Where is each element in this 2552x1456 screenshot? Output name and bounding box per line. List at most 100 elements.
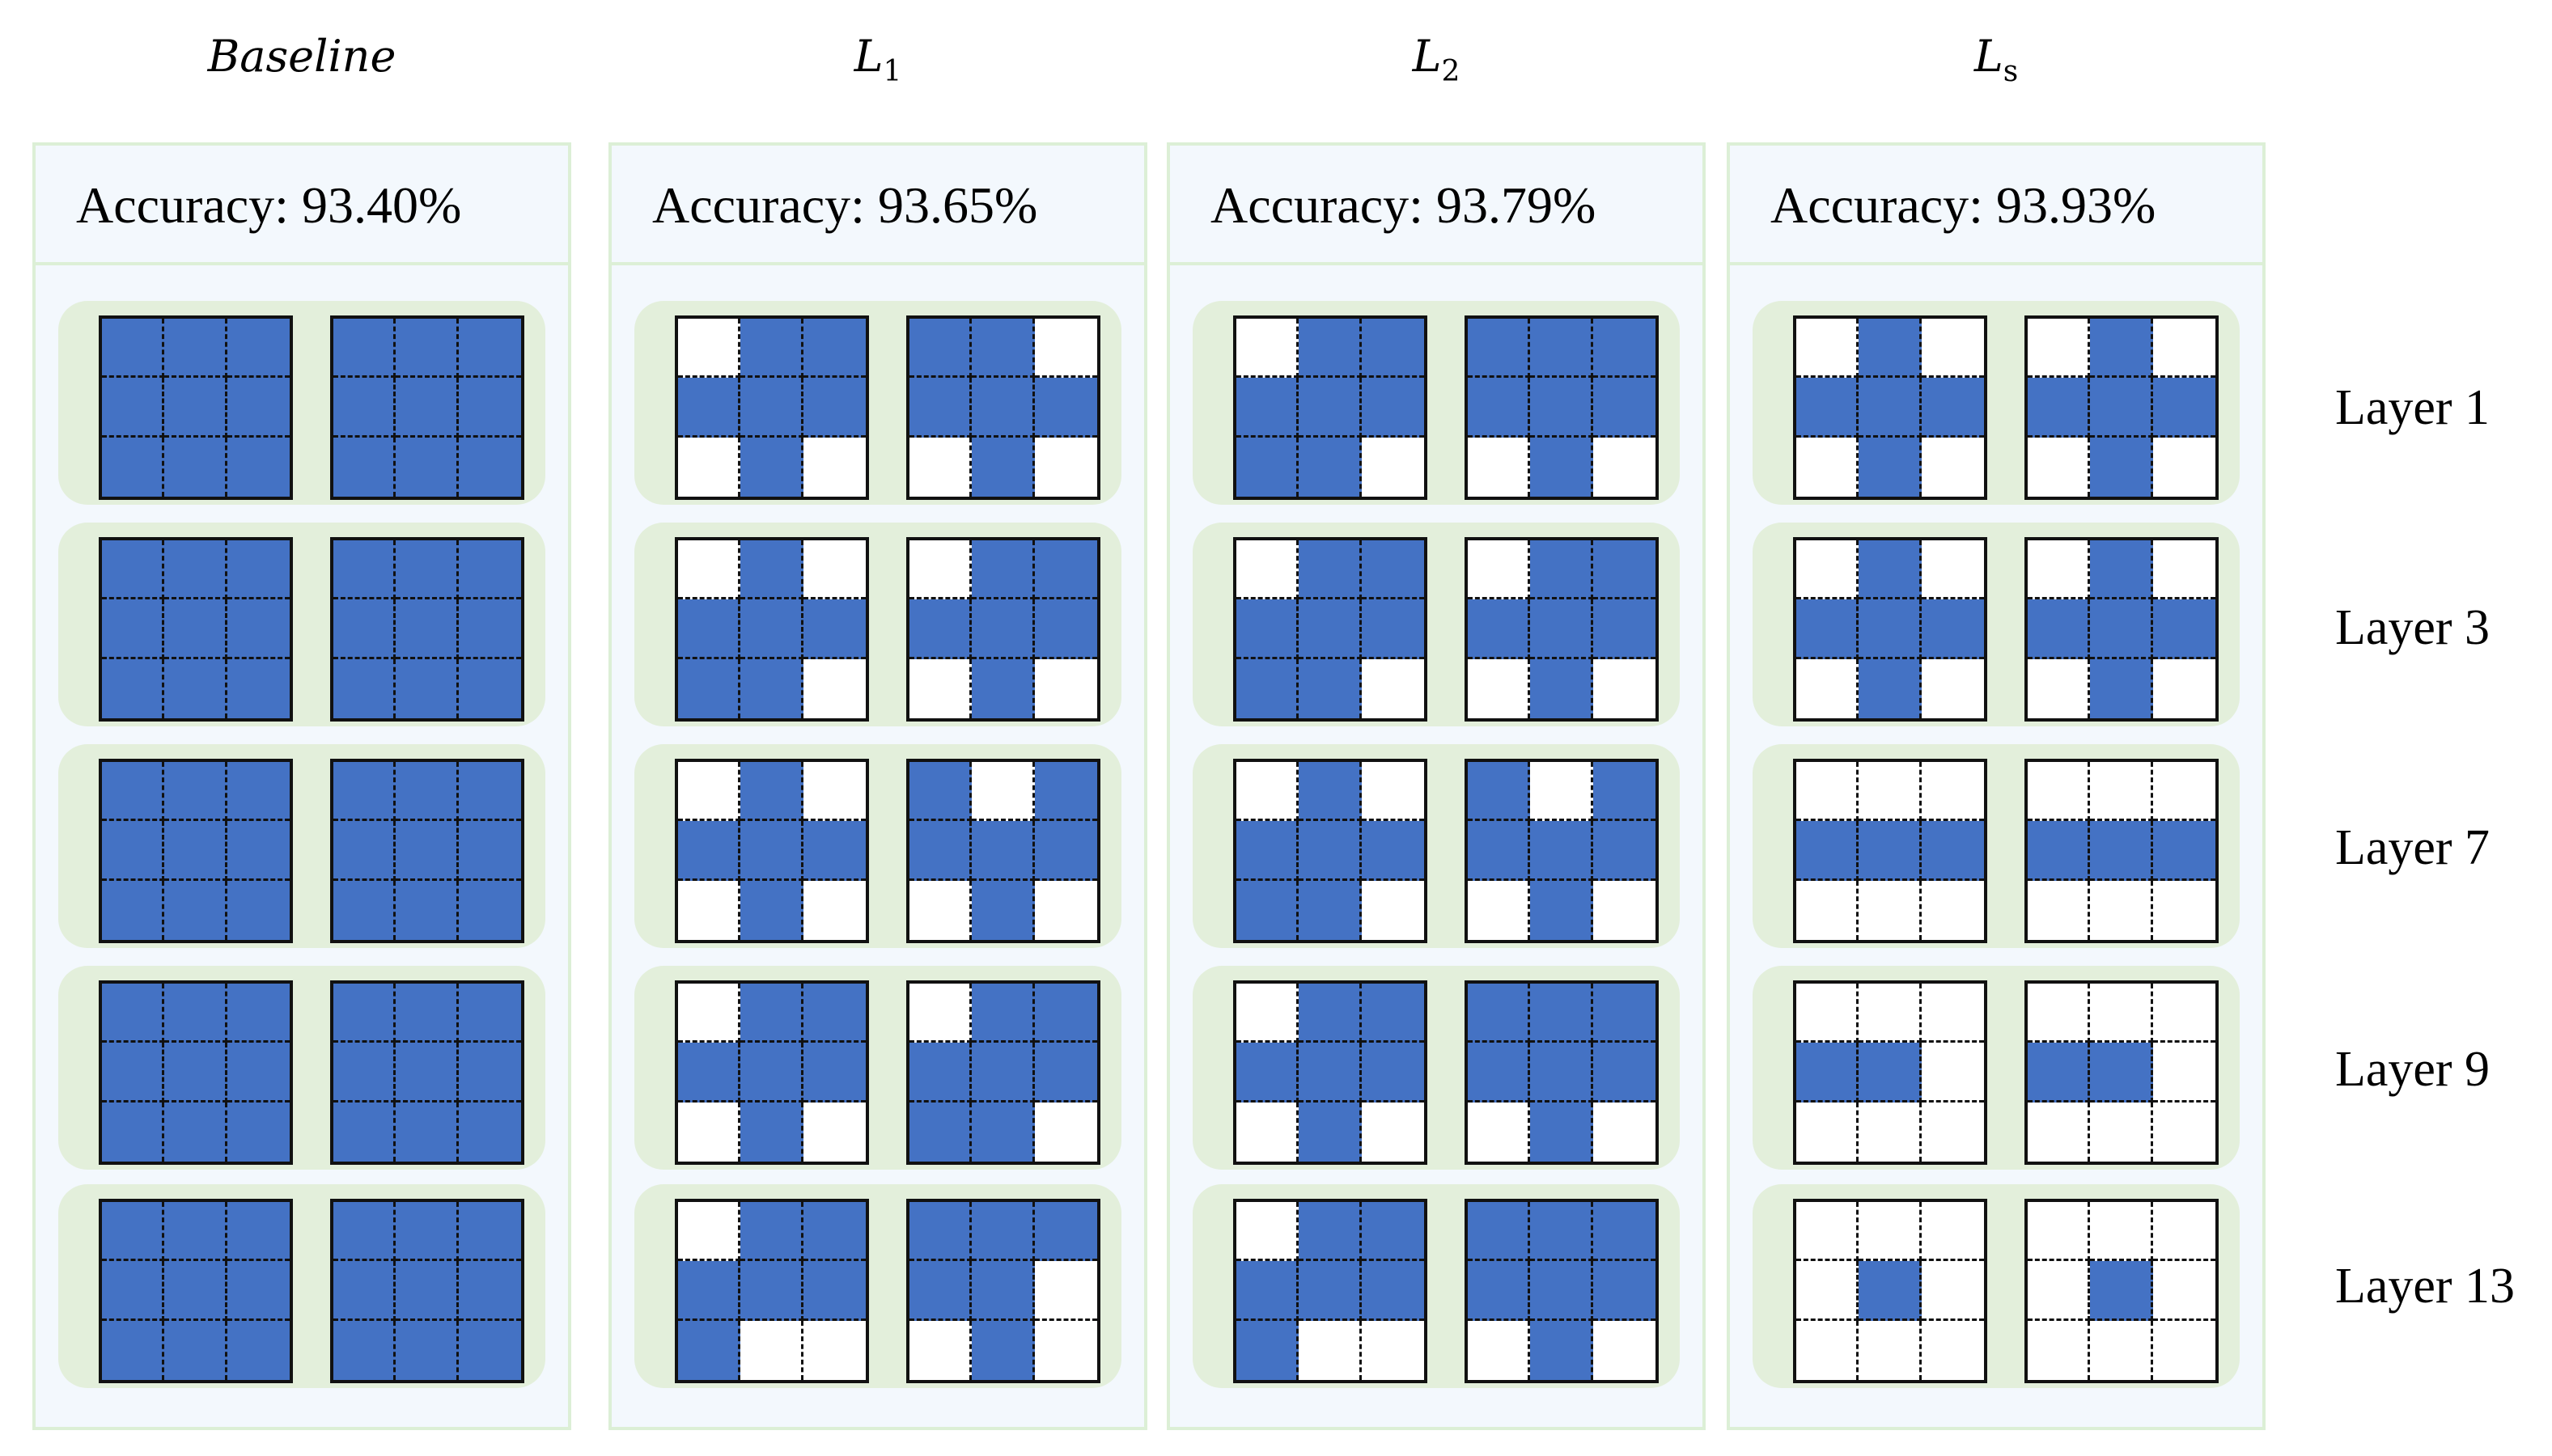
kernel-cell (1468, 1202, 1531, 1262)
kernel-cell (909, 540, 973, 600)
kernel-cell (909, 1043, 973, 1103)
kernel-cell (333, 437, 396, 497)
kernel-cell (333, 1202, 396, 1262)
kernel-cell (740, 762, 803, 822)
layer-kernel-group (634, 744, 1121, 948)
kernel-mask (2024, 1199, 2219, 1383)
kernel-cell (1796, 1320, 1859, 1380)
column-title: Baseline (32, 31, 571, 87)
kernel-cell (2090, 658, 2153, 718)
kernel-cell (1468, 1320, 1531, 1380)
layer-kernel-group (1753, 301, 2240, 505)
kernel-cell (164, 658, 227, 718)
kernel-cell (740, 1043, 803, 1103)
kernel-cell (1796, 821, 1859, 881)
kernel-cell (1859, 599, 1922, 659)
kernel-mask (1233, 315, 1427, 500)
column-title-main: L (854, 31, 884, 82)
kernel-cell (458, 378, 521, 438)
layer-kernel-group (1193, 744, 1680, 948)
kernel-cell (1530, 599, 1593, 659)
kernel-cell (1921, 1202, 1984, 1262)
kernel-cell (164, 540, 227, 600)
kernel-cell (1530, 1320, 1593, 1380)
kernel-mask (1793, 759, 1987, 943)
kernel-cell (1236, 1102, 1299, 1162)
kernel-cell (803, 540, 866, 600)
kernel-mask (675, 980, 869, 1165)
kernel-cell (972, 984, 1035, 1043)
kernel-mask (330, 980, 524, 1165)
kernel-cell (740, 1202, 803, 1262)
kernel-cell (1236, 599, 1299, 659)
kernel-cell (1859, 1320, 1922, 1380)
kernel-cell (2090, 1102, 2153, 1162)
kernel-mask (330, 759, 524, 943)
kernel-mask (99, 980, 293, 1165)
kernel-cell (972, 1261, 1035, 1321)
kernel-cell (2028, 984, 2091, 1043)
kernel-cell (102, 437, 165, 497)
kernel-cell (1592, 378, 1655, 438)
kernel-cell (909, 1202, 973, 1262)
kernel-cell (396, 437, 459, 497)
layer-kernel-group (1193, 523, 1680, 726)
kernel-cell (678, 658, 741, 718)
kernel-cell (1921, 984, 1984, 1043)
kernel-cell (1236, 658, 1299, 718)
kernel-cell (1922, 1321, 1984, 1380)
kernel-cell (102, 762, 165, 822)
kernel-cell (1361, 1261, 1424, 1321)
kernel-cell (803, 881, 866, 940)
kernel-cell (740, 1320, 803, 1380)
kernel-cell (1299, 540, 1362, 600)
kernel-mask (1465, 759, 1659, 943)
kernel-cell (458, 437, 521, 497)
kernel-cell (227, 1202, 290, 1262)
kernel-cell (1468, 1261, 1531, 1321)
kernel-cell (909, 319, 973, 379)
kernel-cell (1859, 1102, 1922, 1162)
accuracy-label: Accuracy: 93.65% (612, 146, 1144, 265)
kernel-mask (1465, 315, 1659, 500)
kernel-cell (803, 1202, 866, 1262)
kernel-cell (1034, 762, 1097, 822)
kernel-cell (803, 984, 866, 1043)
kernel-cell (1796, 599, 1859, 659)
kernel-cell (102, 658, 165, 718)
kernel-cell (164, 984, 227, 1043)
kernel-cell (333, 1043, 396, 1103)
kernel-cell (803, 438, 866, 497)
kernel-cell (458, 540, 521, 600)
layer-kernel-group (1753, 523, 2240, 726)
kernel-cell (1530, 658, 1593, 718)
kernel-cell (2028, 599, 2091, 659)
kernel-cell (102, 821, 165, 881)
kernel-cell (803, 1321, 866, 1380)
kernel-cell (102, 540, 165, 600)
kernel-cell (1361, 1043, 1424, 1103)
kernel-cell (1236, 1261, 1299, 1321)
kernel-cell (2028, 1320, 2091, 1380)
kernel-cell (972, 762, 1035, 822)
kernel-cell (678, 319, 741, 379)
kernel-cell (1859, 880, 1922, 940)
kernel-cell (972, 1320, 1035, 1380)
kernel-cell (1468, 880, 1531, 940)
kernel-cell (1035, 438, 1097, 497)
kernel-cell (333, 1102, 396, 1162)
kernel-cell (164, 1043, 227, 1103)
kernel-cell (227, 540, 290, 600)
kernel-cell (333, 658, 396, 718)
kernel-cell (1530, 1043, 1593, 1103)
kernel-cell (909, 658, 973, 718)
kernel-cell (458, 1043, 521, 1103)
kernel-mask (2024, 315, 2219, 500)
kernel-cell (1530, 762, 1593, 822)
column-title-main: Baseline (207, 31, 396, 82)
kernel-cell (2152, 540, 2215, 600)
kernel-cell (1299, 1261, 1362, 1321)
kernel-cell (740, 599, 803, 659)
kernel-mask (1793, 315, 1987, 500)
layer-kernel-group (634, 523, 1121, 726)
